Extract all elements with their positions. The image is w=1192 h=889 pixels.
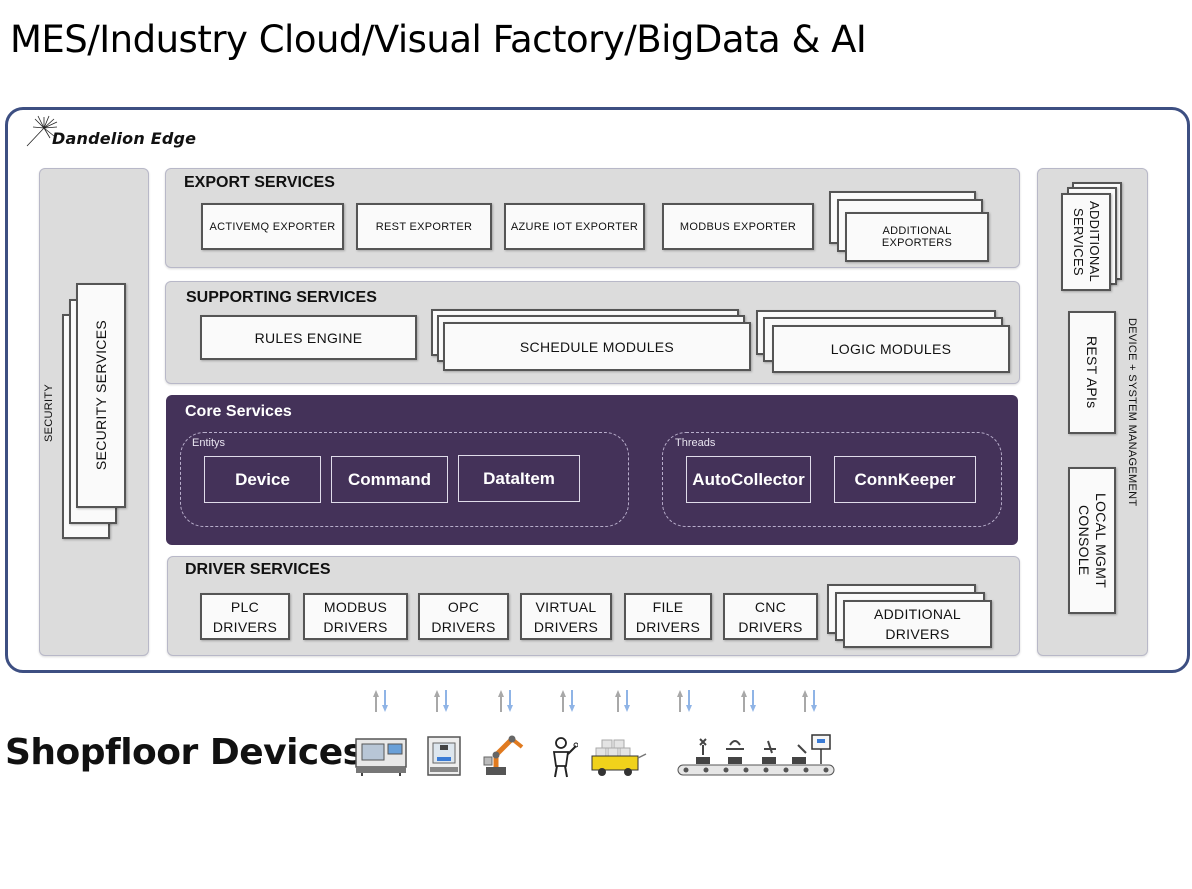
arrow-up-icon	[373, 690, 379, 712]
azure-iot-exporter-box: AZURE IOT EXPORTER	[504, 203, 645, 250]
arrow-down-icon	[811, 690, 817, 712]
virtual-drivers-line2: DRIVERS	[533, 618, 599, 635]
arrow-down-icon	[569, 690, 575, 712]
additional-services-label: ADDITIONAL SERVICES	[1071, 201, 1102, 283]
modbus-drivers-line1: MODBUS	[323, 598, 388, 615]
additional-drivers-box: ADDITIONAL DRIVERS	[843, 600, 992, 648]
shopfloor-title: Shopfloor Devices	[5, 732, 364, 773]
driver-services-title: DRIVER SERVICES	[185, 561, 331, 578]
cnc-machine-icon	[355, 738, 407, 776]
modbus-drivers-box: MODBUS DRIVERS	[303, 593, 408, 640]
data-flow-arrows-1	[373, 690, 388, 712]
additional-services-box: ADDITIONAL SERVICES	[1061, 193, 1111, 291]
dataitem-entity-box: DataItem	[458, 455, 580, 502]
rest-apis-label: REST APIs	[1084, 336, 1100, 409]
data-flow-arrows-5	[615, 690, 630, 712]
management-panel-label: DEVICE + SYSTEM MANAGEMENT	[1126, 318, 1138, 507]
arrow-up-icon	[741, 690, 747, 712]
data-flow-arrows-8	[802, 690, 817, 712]
technician-icon	[552, 737, 578, 778]
file-drivers-box: FILE DRIVERS	[624, 593, 712, 640]
arrow-down-icon	[443, 690, 449, 712]
data-flow-arrows-2	[434, 690, 449, 712]
additional-exporters-box: ADDITIONAL EXPORTERS	[845, 212, 989, 262]
export-services-title: EXPORT SERVICES	[184, 174, 335, 191]
page-title: MES/Industry Cloud/Visual Factory/BigDat…	[10, 18, 867, 61]
logic-modules-box: LOGIC MODULES	[772, 325, 1010, 373]
data-flow-arrows-7	[741, 690, 756, 712]
arrow-up-icon	[615, 690, 621, 712]
3d-printer-icon	[427, 736, 461, 776]
activemq-exporter-box: ACTIVEMQ EXPORTER	[201, 203, 344, 250]
security-services-label: SECURITY SERVICES	[93, 320, 109, 471]
arrow-up-icon	[498, 690, 504, 712]
virtual-drivers-line1: VIRTUAL	[535, 598, 597, 615]
plc-drivers-box: PLC DRIVERS	[200, 593, 290, 640]
core-services-title: Core Services	[185, 403, 292, 420]
file-drivers-line2: DRIVERS	[635, 618, 701, 635]
rest-apis-box: REST APIs	[1068, 311, 1116, 434]
security-panel-label: SECURITY	[43, 384, 55, 443]
arrow-up-icon	[677, 690, 683, 712]
arrow-up-icon	[802, 690, 808, 712]
robot-arm-icon	[483, 735, 524, 775]
brand-name: Dandelion Edge	[52, 129, 197, 148]
modbus-drivers-line2: DRIVERS	[323, 618, 388, 635]
additional-drivers-line1: ADDITIONAL	[873, 606, 961, 622]
core-services-panel	[166, 395, 1018, 545]
agv-cart-icon	[591, 739, 647, 776]
modbus-exporter-box: MODBUS EXPORTER	[662, 203, 814, 250]
arrow-down-icon	[686, 690, 692, 712]
autocollector-thread-box: AutoCollector	[686, 456, 811, 503]
device-entity-box: Device	[204, 456, 321, 503]
additional-drivers-line2: DRIVERS	[885, 626, 950, 642]
plc-drivers-line1: PLC	[230, 598, 260, 615]
command-entity-box: Command	[331, 456, 448, 503]
supporting-services-title: SUPPORTING SERVICES	[186, 289, 377, 306]
cnc-drivers-line2: DRIVERS	[738, 618, 803, 635]
plc-drivers-line2: DRIVERS	[212, 618, 278, 635]
security-services-box: SECURITY SERVICES	[76, 283, 126, 508]
arrow-down-icon	[750, 690, 756, 712]
connkeeper-thread-box: ConnKeeper	[834, 456, 976, 503]
conveyor-line-icon	[677, 734, 835, 776]
arrow-down-icon	[624, 690, 630, 712]
arrow-down-icon	[507, 690, 513, 712]
opc-drivers-box: OPC DRIVERS	[418, 593, 509, 640]
rest-exporter-box: REST EXPORTER	[356, 203, 492, 250]
arrow-up-icon	[434, 690, 440, 712]
arrow-up-icon	[560, 690, 566, 712]
data-flow-arrows-3	[498, 690, 513, 712]
entitys-group	[180, 432, 629, 527]
local-mgmt-console-box: LOCAL MGMT CONSOLE	[1068, 467, 1116, 614]
cnc-drivers-box: CNC DRIVERS	[723, 593, 818, 640]
opc-drivers-line1: OPC	[447, 598, 480, 615]
data-flow-arrows-6	[677, 690, 692, 712]
opc-drivers-line2: DRIVERS	[431, 618, 496, 635]
threads-group	[662, 432, 1002, 527]
schedule-modules-box: SCHEDULE MODULES	[443, 322, 751, 371]
virtual-drivers-box: VIRTUAL DRIVERS	[520, 593, 612, 640]
entitys-label: Entitys	[192, 437, 226, 449]
local-mgmt-console-label: LOCAL MGMT CONSOLE	[1076, 492, 1109, 589]
data-flow-arrows-4	[560, 690, 575, 712]
dandelion-logo-icon	[26, 115, 58, 147]
rules-engine-box: RULES ENGINE	[200, 315, 417, 360]
threads-label: Threads	[675, 437, 716, 449]
cnc-drivers-line1: CNC	[754, 598, 787, 615]
file-drivers-line1: FILE	[652, 598, 684, 615]
arrow-down-icon	[382, 690, 388, 712]
